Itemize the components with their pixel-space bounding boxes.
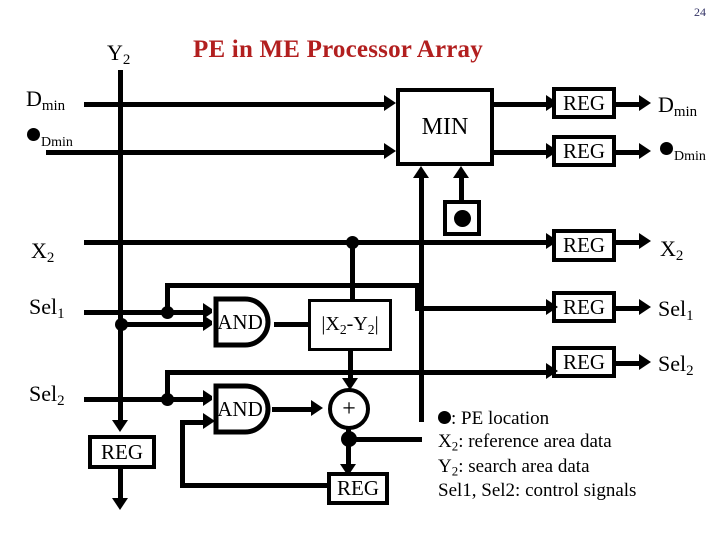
wire-sel1-branch-up	[165, 283, 170, 311]
wire-sel1-step-down	[415, 283, 420, 311]
wire-sel1-branch-right	[165, 283, 420, 288]
wire-abs-to-adder	[348, 351, 353, 383]
wire-dmin-dot-bus	[46, 150, 384, 155]
legend-x2-key: X2	[438, 431, 459, 454]
legend: : PE location X2: reference area data Y2…	[438, 407, 636, 502]
arrow-min-in-left	[413, 166, 429, 178]
wire-adder-to-minleg	[346, 437, 422, 442]
pe-location-marker-box	[443, 200, 481, 236]
arrow-y2-into-left-reg	[112, 420, 128, 432]
legend-pe-dot-icon	[438, 410, 451, 424]
page-title: PE in ME Processor Array	[193, 36, 483, 63]
arrow-abs-into-adder	[342, 378, 358, 390]
and-gate-2: AND	[212, 382, 274, 436]
input-label-dmin: Dmin	[26, 86, 66, 115]
arrow-dmin-dot-into-min	[384, 143, 396, 159]
output-pe-dot-dmin	[660, 142, 673, 155]
legend-row-control-signals: Sel1, Sel2: control signals	[438, 479, 637, 501]
output-label-x2: X2	[660, 236, 684, 265]
legend-row-x2: X2: reference area data	[438, 431, 612, 454]
input-label-sel1: Sel1	[29, 294, 65, 323]
wire-and2-to-adder	[272, 407, 316, 412]
wire-min-in-right-leg	[459, 178, 464, 200]
and-gate-1-label: AND	[217, 309, 263, 334]
reg-dmin: REG	[552, 87, 616, 119]
wire-x2-into-abs	[350, 240, 355, 300]
output-label-dmin: Dmin	[658, 92, 698, 121]
abs-diff-block: |X2-Y2|	[308, 299, 392, 351]
output-label-dmin-dot: Dmin	[674, 149, 706, 164]
input-label-y2: Y2	[107, 40, 131, 69]
arrow-reg-sel2-out	[639, 354, 651, 370]
reg-accumulator: REG	[327, 472, 389, 505]
input-label-x2: X2	[31, 238, 55, 267]
min-block: MIN	[396, 88, 494, 166]
arrow-sel2-into-reg	[546, 363, 558, 379]
legend-row-pe-location: : PE location	[438, 407, 636, 430]
wire-sel1-into-reg	[415, 306, 552, 311]
input-label-sel2: Sel2	[29, 381, 65, 410]
wire-sel1-to-and1	[167, 310, 204, 315]
wire-sel2-bus	[84, 397, 194, 402]
reg-left-y2: REG	[88, 435, 156, 469]
wire-feedback-vertical	[180, 420, 185, 488]
wire-sel2-into-reg	[415, 370, 552, 375]
wire-feedback-into-and2	[180, 420, 204, 425]
wire-adder-out	[346, 428, 351, 468]
wire-reg-dmin-out	[616, 102, 642, 107]
wire-sel1-bus	[84, 310, 194, 315]
wire-y2-to-and1	[121, 322, 204, 327]
wire-reg-sel1-out	[616, 306, 642, 311]
output-label-sel2: Sel2	[658, 351, 694, 380]
reg-dmin-dot: REG	[552, 135, 616, 167]
wire-min-out-top	[494, 102, 552, 107]
arrow-left-reg-out	[112, 498, 128, 510]
reg-sel1: REG	[552, 291, 616, 323]
arrow-dmin-into-min	[384, 95, 396, 111]
input-pe-dot-dmin	[27, 128, 40, 141]
wire-x2-bus	[84, 240, 552, 245]
arrow-reg-x2-out	[639, 233, 651, 249]
wire-reg-x2-out	[616, 240, 642, 245]
arrow-feedback-into-and2	[203, 413, 215, 429]
legend-row-y2: Y2: search area data	[438, 455, 590, 479]
input-label-dmin-dot: Dmin	[41, 135, 73, 150]
legend-y2-key: Y2	[438, 455, 459, 479]
wire-left-reg-out	[118, 469, 123, 501]
and-gate-2-label: AND	[217, 396, 263, 421]
wire-feedback-horizontal	[180, 483, 328, 488]
slide-number: 24	[694, 5, 706, 19]
wire-sel2-branch-up	[165, 370, 170, 398]
wire-y2-trunk	[118, 70, 123, 422]
adder-block: +	[328, 388, 370, 430]
and-gate-1: AND	[212, 295, 274, 349]
pe-location-dot	[453, 209, 471, 227]
wire-sel2-branch-right	[165, 370, 420, 375]
arrow-reg-sel1-out	[639, 299, 651, 315]
arrow-min-in-right	[453, 166, 469, 178]
wire-min-out-bottom	[494, 150, 552, 155]
arrow-reg-dmin-out	[639, 95, 651, 111]
reg-x2: REG	[552, 229, 616, 262]
output-label-sel1: Sel1	[658, 296, 694, 325]
wire-reg-sel2-out	[616, 361, 642, 366]
wire-reg-dmin-dot-out	[616, 150, 642, 155]
arrow-reg-dmin-dot-out	[639, 143, 651, 159]
wire-dmin-bus	[84, 102, 384, 107]
reg-sel2: REG	[552, 346, 616, 378]
wire-sel2-to-and2	[167, 397, 204, 402]
arrow-sel1-into-reg	[546, 299, 558, 315]
arrow-and2-into-adder	[311, 400, 323, 416]
wire-min-in-left-leg	[419, 178, 424, 422]
wire-and1-to-abs	[272, 322, 310, 327]
abs-diff-label: |X2-Y2|	[321, 312, 379, 337]
